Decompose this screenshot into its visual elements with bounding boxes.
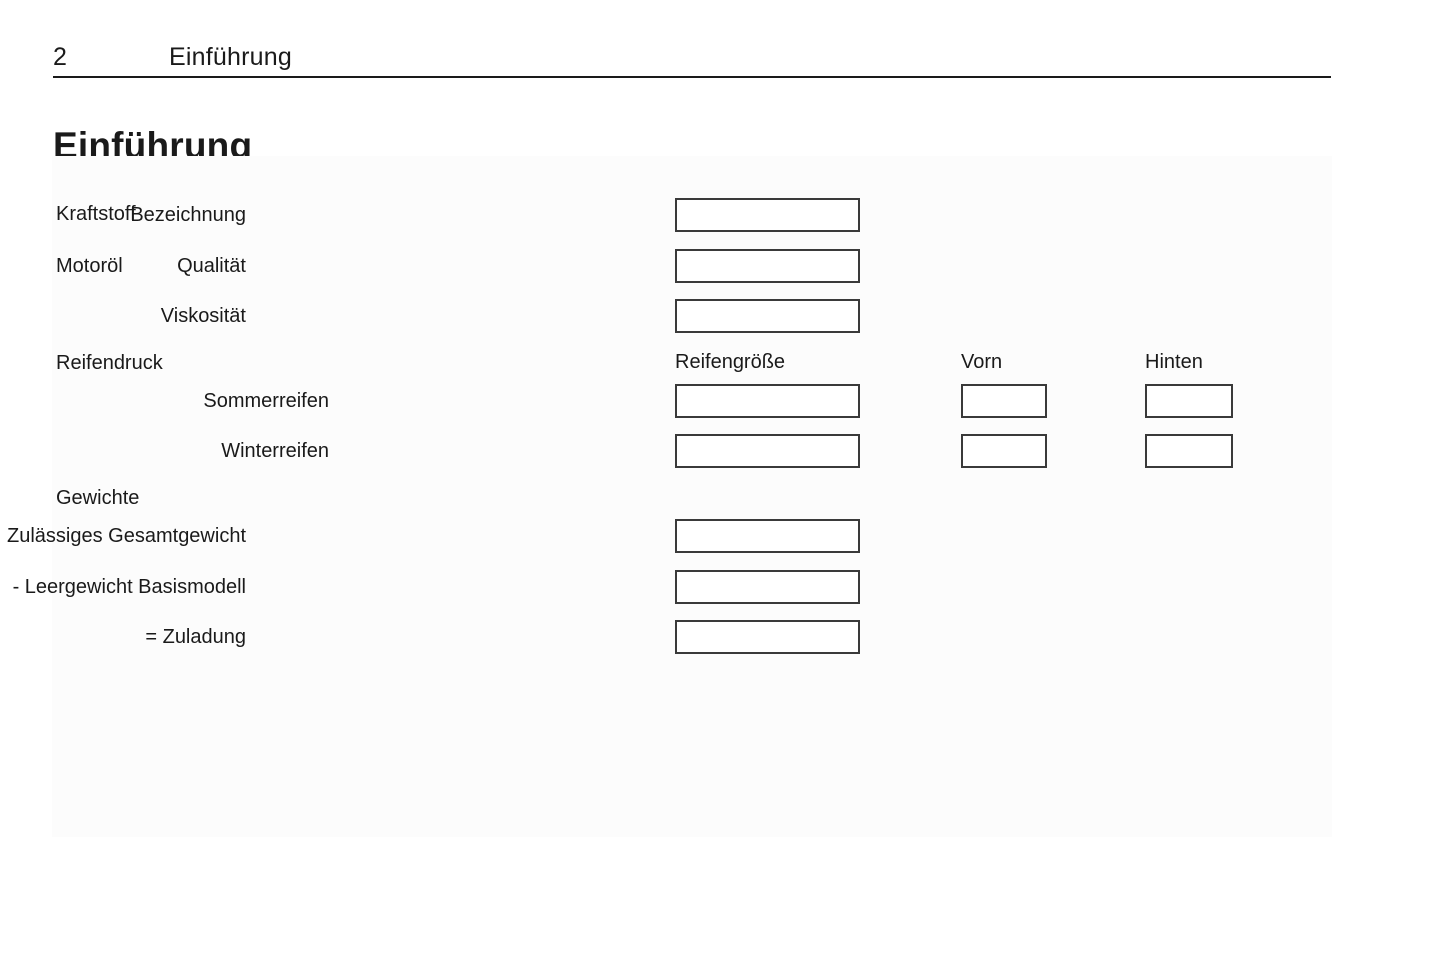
row-bezeichnung: Bezeichnung [52,198,910,232]
column-header-reifengroesse: Reifengröße [675,351,786,373]
input-winterreifen-groesse[interactable] [675,434,860,468]
row-sommerreifen: Sommerreifen [52,384,1233,418]
section-label-kraftstoff: Kraftstoff [56,203,136,225]
input-gesamtgewicht[interactable] [675,519,860,553]
input-leergewicht-field[interactable] [677,572,858,602]
label-gesamtgewicht: Zulässiges Gesamtgewicht [7,525,246,547]
label-winterreifen: Winterreifen [221,440,329,462]
input-zuladung-field[interactable] [677,622,858,652]
input-bezeichnung-field[interactable] [677,200,858,230]
input-sommerreifen-hinten[interactable] [1145,384,1233,418]
input-winterreifen-groesse-field[interactable] [677,436,858,466]
column-header-vorn: Vorn [961,351,1003,373]
row-winterreifen: Winterreifen [52,434,1233,468]
input-bezeichnung[interactable] [675,198,860,232]
input-zuladung[interactable] [675,620,860,654]
row-viskositaet: Viskosität [52,299,910,333]
input-sommerreifen-hinten-field[interactable] [1147,386,1231,416]
label-leergewicht: - Leergewicht Basismodell [12,576,246,598]
input-winterreifen-vorn[interactable] [961,434,1047,468]
input-gesamtgewicht-field[interactable] [677,521,858,551]
vehicle-data-form-panel: Kraftstoff Motoröl Reifendruck Gewichte … [7,156,1332,837]
input-sommerreifen-vorn-field[interactable] [963,386,1045,416]
input-qualitaet-field[interactable] [677,251,858,281]
input-viskositaet-field[interactable] [677,301,858,331]
label-qualitaet: Qualität [177,255,246,277]
input-sommerreifen-groesse[interactable] [675,384,860,418]
page-number: 2 [53,43,68,71]
header-chapter-name: Einführung [169,43,292,71]
label-bezeichnung: Bezeichnung [130,204,246,226]
input-leergewicht[interactable] [675,570,860,604]
row-qualitaet: Qualität [52,249,910,283]
row-gesamtgewicht: Zulässiges Gesamtgewicht [7,519,910,553]
input-winterreifen-hinten-field[interactable] [1147,436,1231,466]
row-zuladung: = Zuladung [52,620,910,654]
section-label-motoroel: Motoröl [56,255,123,277]
column-header-hinten: Hinten [1145,351,1203,373]
section-label-gewichte: Gewichte [56,487,140,509]
row-leergewicht: - Leergewicht Basismodell [13,570,910,604]
section-label-reifendruck: Reifendruck [56,352,163,374]
label-viskositaet: Viskosität [160,305,246,327]
label-zuladung: = Zuladung [145,626,246,648]
input-sommerreifen-groesse-field[interactable] [677,386,858,416]
input-sommerreifen-vorn[interactable] [961,384,1047,418]
input-winterreifen-vorn-field[interactable] [963,436,1045,466]
input-qualitaet[interactable] [675,249,860,283]
page-running-header: 2 Einführung [53,42,1331,78]
label-sommerreifen: Sommerreifen [203,390,329,412]
input-viskositaet[interactable] [675,299,860,333]
input-winterreifen-hinten[interactable] [1145,434,1233,468]
